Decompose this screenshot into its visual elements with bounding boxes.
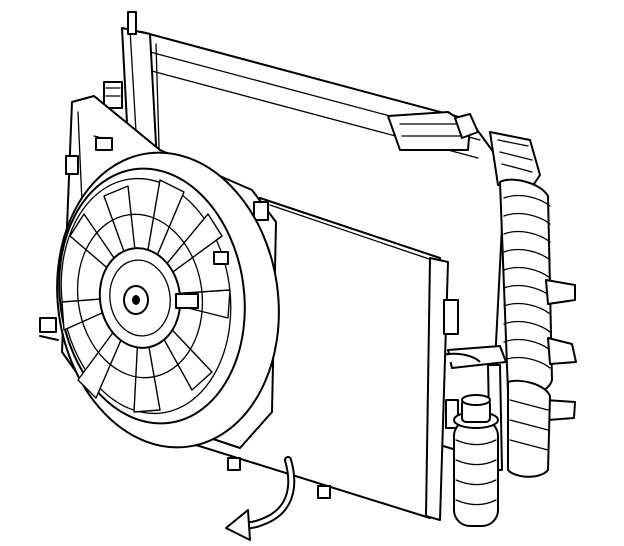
radiator-left-bracket [103, 81, 123, 109]
radiator-filler-neck [387, 111, 471, 151]
corrugated-hose [499, 178, 553, 397]
fan-motor-hub [98, 247, 229, 349]
shroud-clip-left [39, 317, 57, 333]
lower-hose-section [507, 379, 551, 478]
dryer-body [453, 419, 499, 527]
condenser-right-tank [425, 257, 449, 521]
shroud-clip-top [95, 137, 113, 151]
curved-arrow-icon [225, 456, 296, 541]
receiver-dryer [453, 394, 499, 527]
hose-clamp-right [545, 279, 576, 305]
